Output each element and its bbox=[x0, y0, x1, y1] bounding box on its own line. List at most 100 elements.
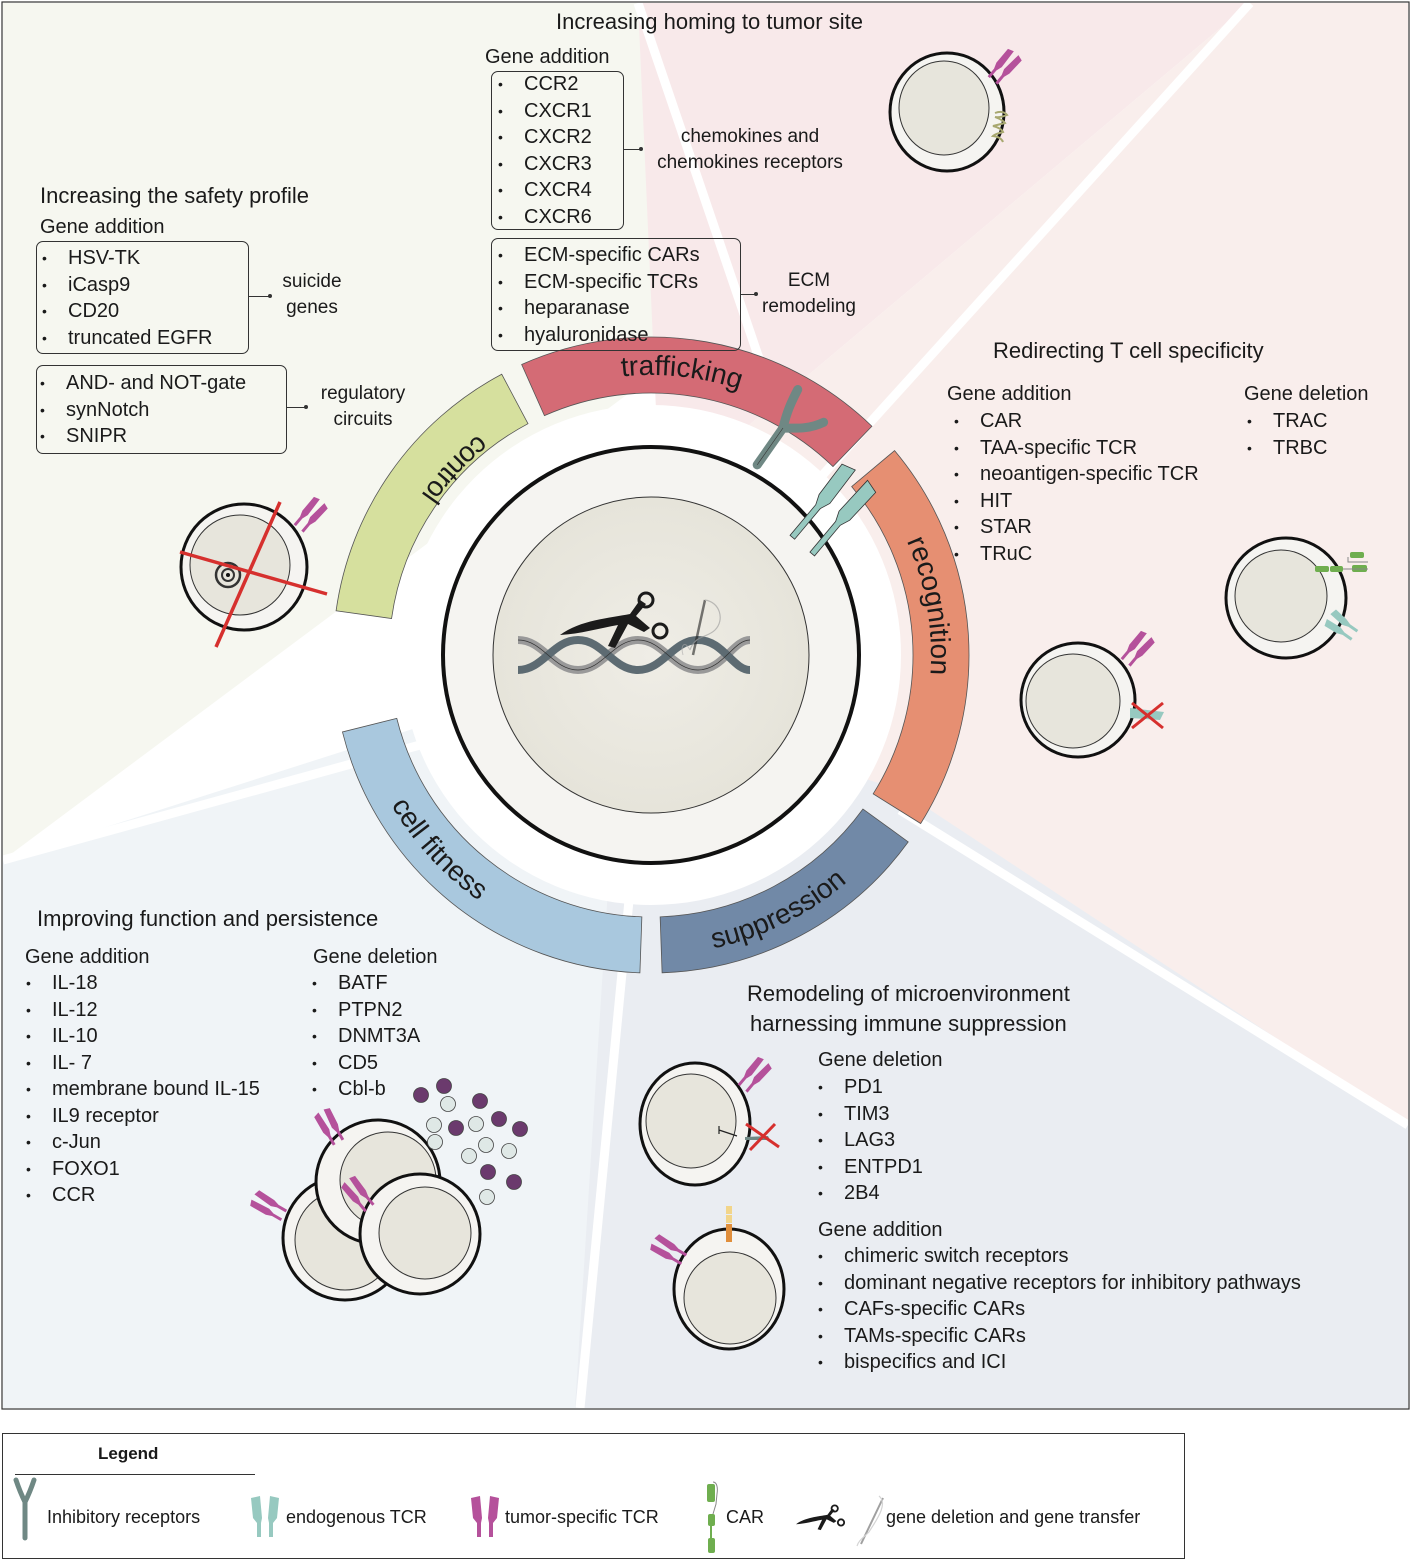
list-item: CAR bbox=[950, 408, 1199, 435]
tumor-specific-tcr-icon bbox=[650, 1234, 688, 1266]
list-item: CD5 bbox=[308, 1050, 420, 1077]
tumor-specific-tcr-icon bbox=[987, 48, 1022, 85]
tumor-specific-tcr-icon bbox=[293, 496, 328, 533]
regulatory-circuits-list: AND- and NOT-gate synNotch SNIPR bbox=[36, 370, 246, 450]
list-item: 2B4 bbox=[814, 1180, 923, 1207]
list-item: chimeric switch receptors bbox=[814, 1243, 1301, 1270]
specificity-addition-title: Gene addition bbox=[947, 383, 1072, 405]
safety-cell-illustration bbox=[179, 496, 328, 648]
central-cell-nucleus bbox=[492, 496, 810, 814]
list-item: IL-12 bbox=[22, 997, 260, 1024]
legend-divider bbox=[15, 1474, 255, 1475]
tumor-specific-tcr-icon bbox=[314, 1108, 345, 1146]
target-icon bbox=[214, 561, 242, 589]
legend-label-inhibitory-receptors: Inhibitory receptors bbox=[47, 1507, 201, 1527]
car-icon bbox=[1315, 552, 1368, 572]
tumor-specific-tcr-icon bbox=[341, 1175, 375, 1213]
cytokine-dot-white bbox=[478, 1137, 494, 1153]
ring-segment-suppression bbox=[659, 808, 909, 974]
legend: Legend bbox=[2, 1433, 1185, 1559]
inhibitory-receptor-icon bbox=[752, 384, 829, 470]
list-item: iCasp9 bbox=[38, 272, 213, 299]
list-item: ECM-specific TCRs bbox=[494, 269, 700, 296]
list-item: TRBC bbox=[1243, 435, 1327, 462]
cytokine-dot-white bbox=[468, 1116, 484, 1132]
arrow-icon bbox=[248, 294, 272, 298]
list-item: membrane bound IL-15 bbox=[22, 1076, 260, 1103]
persistence-addition-list: IL-18 IL-12 IL-10 IL- 7 membrane bound I… bbox=[22, 970, 260, 1209]
tumor-specific-tcr-icon bbox=[737, 1056, 772, 1093]
list-item: IL-18 bbox=[22, 970, 260, 997]
list-item: CCR2 bbox=[494, 71, 592, 98]
legend-label-car: CAR bbox=[726, 1507, 765, 1527]
inhibitory-receptor-icon bbox=[13, 1477, 37, 1541]
specificity-deletion-title: Gene deletion bbox=[1244, 383, 1369, 405]
list-item: CXCR1 bbox=[494, 98, 592, 125]
dna-helix-icon bbox=[517, 635, 751, 675]
list-item: neoantigen-specific TCR bbox=[950, 461, 1199, 488]
cytokines bbox=[413, 1078, 528, 1205]
legend-label-tumor-specific-tcr: tumor-specific TCR bbox=[505, 1507, 659, 1527]
ecm-list: ECM-specific CARs ECM-specific TCRs hepa… bbox=[494, 242, 700, 348]
list-item: AND- and NOT-gate bbox=[36, 370, 246, 397]
cytokine-dot-purple bbox=[472, 1093, 488, 1109]
list-item: STAR bbox=[950, 514, 1199, 541]
list-item: bispecifics and ICI bbox=[814, 1349, 1301, 1376]
list-item: CD20 bbox=[38, 298, 213, 325]
cytokine-cells-illustration bbox=[250, 1078, 528, 1302]
safety-subtitle: Gene addition bbox=[40, 216, 165, 238]
list-item: ENTPD1 bbox=[814, 1154, 923, 1181]
cytokine-dot-purple bbox=[506, 1174, 522, 1190]
sector-suppression-background bbox=[575, 700, 1408, 1408]
list-item: CXCR6 bbox=[494, 204, 592, 231]
ring-segment-cell-fitness bbox=[341, 717, 643, 974]
chemokine-list: CCR2 CXCR1 CXCR2 CXCR3 CXCR4 CXCR6 bbox=[494, 71, 592, 230]
homing-title: Increasing homing to tumor site bbox=[556, 9, 863, 34]
legend-label-endogenous-tcr: endogenous TCR bbox=[286, 1507, 427, 1527]
car-icon bbox=[707, 1481, 718, 1553]
cytokine-dot-purple bbox=[512, 1121, 528, 1137]
microenvironment-addition-list: chimeric switch receptors dominant negat… bbox=[814, 1243, 1301, 1376]
list-item: IL-10 bbox=[22, 1023, 260, 1050]
persistence-addition-title: Gene addition bbox=[25, 946, 150, 968]
arrow-icon bbox=[740, 292, 758, 296]
list-item: CCR bbox=[22, 1182, 260, 1209]
list-item: CAFs-specific CARs bbox=[814, 1296, 1301, 1323]
list-item: PD1 bbox=[814, 1074, 923, 1101]
suicide-genes-box bbox=[36, 241, 249, 354]
list-item: IL9 receptor bbox=[22, 1103, 260, 1130]
switch-receptor-cell-illustration bbox=[650, 1206, 786, 1351]
tumor-specific-tcr-icon bbox=[1120, 630, 1155, 667]
list-item: heparanase bbox=[494, 295, 700, 322]
microenvironment-deletion-title: Gene deletion bbox=[818, 1049, 943, 1071]
microenvironment-deletion-list: PD1 TIM3 LAG3 ENTPD1 2B4 bbox=[814, 1074, 923, 1207]
chemokine-receptor-icon bbox=[990, 110, 1009, 143]
tumor-specific-tcr-icon bbox=[471, 1496, 499, 1537]
cytokine-dot-white bbox=[426, 1117, 442, 1133]
car-t-cell-illustration bbox=[1224, 536, 1368, 660]
cytokine-dot-purple bbox=[436, 1078, 452, 1094]
list-item: LAG3 bbox=[814, 1127, 923, 1154]
microenvironment-title-line1: Remodeling of microenvironment bbox=[747, 981, 1070, 1006]
cytokine-dot-white bbox=[501, 1143, 517, 1159]
cytokine-dot-white bbox=[479, 1189, 495, 1205]
list-item: dominant negative receptors for inhibito… bbox=[814, 1270, 1301, 1297]
endogenous-tcr-icon bbox=[251, 1496, 279, 1537]
list-item: SNIPR bbox=[36, 423, 246, 450]
cytokine-dot-white bbox=[461, 1148, 477, 1164]
tcr-t-cell-illustration bbox=[1019, 630, 1164, 759]
microenvironment-addition-title: Gene addition bbox=[818, 1219, 943, 1241]
microenvironment-title-line2: harnessing immune suppression bbox=[750, 1011, 1067, 1036]
needle-thread-icon bbox=[856, 1495, 884, 1547]
list-item: TRAC bbox=[1243, 408, 1327, 435]
list-item: TAA-specific TCR bbox=[950, 435, 1199, 462]
scissors-icon bbox=[560, 591, 669, 648]
list-item: hyaluronidase bbox=[494, 322, 700, 349]
homing-subtitle: Gene addition bbox=[485, 46, 610, 68]
